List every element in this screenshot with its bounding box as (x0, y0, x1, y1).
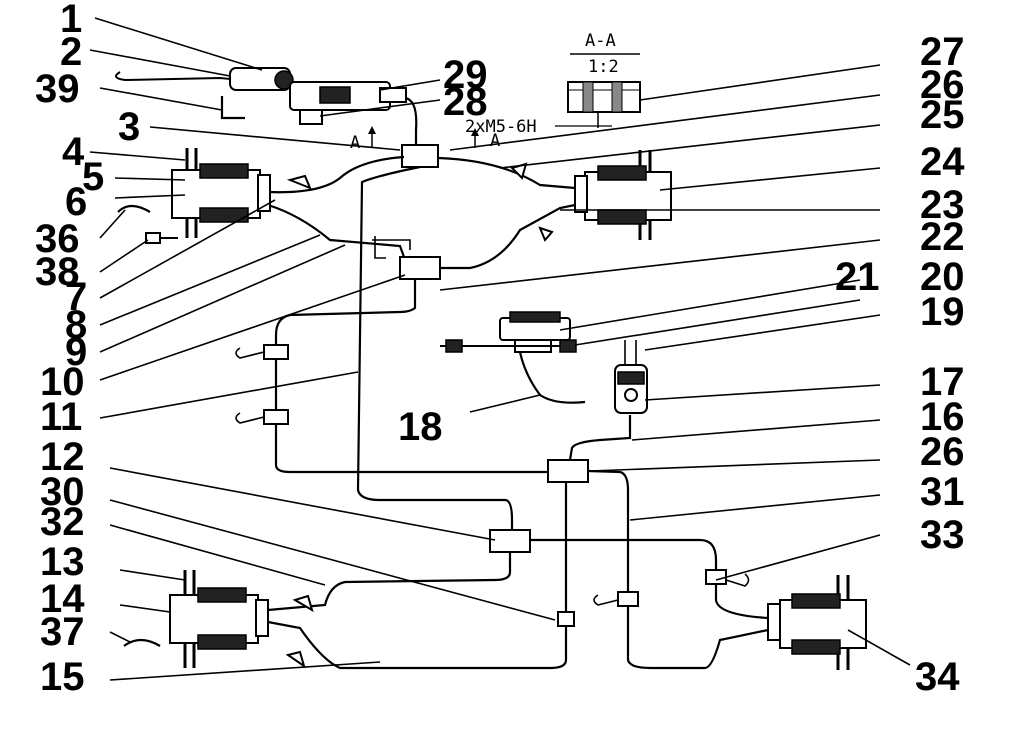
callout-14: 14 (40, 577, 85, 621)
callout-21: 21 (835, 255, 880, 299)
callout-3: 3 (118, 105, 140, 149)
callout-11: 11 (40, 395, 82, 439)
clip-36 (117, 204, 151, 213)
callout-31: 31 (920, 470, 965, 514)
section-arrows: A A (350, 126, 500, 153)
tee-fitting-top (401, 144, 439, 168)
callout-9: 9 (65, 330, 87, 374)
callout-27: 27 (920, 30, 965, 74)
callout-33: 33 (920, 513, 965, 557)
callout-39: 39 (35, 67, 80, 111)
callout-37: 37 (40, 610, 85, 654)
callout-18: 18 (398, 405, 443, 449)
arrow-label-right: A (490, 131, 500, 151)
leader-lines (89, 17, 911, 681)
thread-callout: 2xM5-6H (465, 117, 537, 137)
callout-38: 38 (35, 250, 80, 294)
callout-28: 28 (443, 80, 488, 124)
callout-30: 30 (40, 470, 85, 514)
section-title: A-A (585, 31, 616, 51)
caliper-front-right (510, 150, 672, 242)
callout-numbers: 1 2 39 3 4 5 6 36 38 7 8 9 10 11 12 30 3… (35, 0, 965, 699)
callout-4: 4 (62, 130, 85, 174)
section-a-a-inset: A-A 1:2 2xM5-6H (465, 31, 641, 137)
callout-12: 12 (40, 435, 85, 479)
hand-lever-assembly (115, 67, 407, 125)
callout-13: 13 (40, 540, 85, 584)
callout-1: 1 (60, 0, 82, 41)
callout-15: 15 (40, 655, 85, 699)
callout-2: 2 (60, 30, 82, 74)
callout-20: 20 (920, 255, 965, 299)
callout-7: 7 (65, 275, 87, 319)
caliper-front-left (171, 148, 312, 238)
tee-fitting-lower (547, 459, 589, 483)
callout-26: 26 (920, 63, 965, 107)
tee-fitting-middle (399, 256, 441, 280)
section-block (567, 81, 641, 113)
callout-17: 17 (920, 360, 965, 404)
brake-pipes (235, 96, 769, 670)
callout-36: 36 (35, 217, 80, 261)
callout-23: 23 (920, 183, 965, 227)
tee-fitting-12 (489, 529, 531, 553)
rear-master-cylinder (440, 311, 648, 414)
callout-10: 10 (40, 360, 85, 404)
callout-6: 6 (65, 180, 87, 224)
callout-32: 32 (40, 500, 85, 544)
callout-34: 34 (915, 655, 960, 699)
caliper-rear-right (767, 575, 867, 670)
callout-26-lower: 26 (920, 430, 965, 474)
callout-24: 24 (920, 140, 965, 184)
callout-25: 25 (920, 93, 965, 137)
clip-37 (123, 638, 161, 647)
callout-22: 22 (920, 215, 965, 259)
pin-38 (145, 232, 161, 244)
callout-19: 19 (920, 290, 965, 334)
callout-16: 16 (920, 395, 965, 439)
caliper-rear-left (169, 570, 314, 669)
arrow-label-left: A (350, 133, 360, 153)
callout-29: 29 (443, 53, 488, 97)
callout-8: 8 (65, 303, 87, 347)
callout-5: 5 (82, 155, 104, 199)
section-scale: 1:2 (588, 57, 619, 77)
